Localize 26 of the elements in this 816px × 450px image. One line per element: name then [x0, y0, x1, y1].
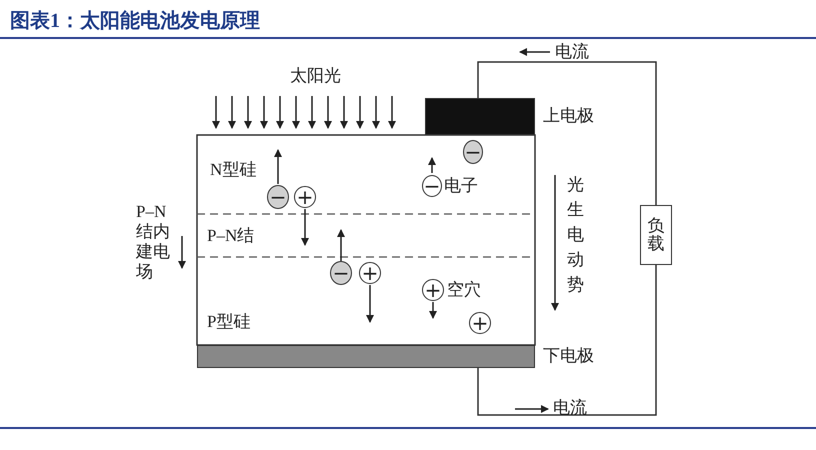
- emf-label: 光生电动势: [567, 174, 585, 296]
- field-label: P–N结内建电场: [136, 202, 171, 282]
- electrode-label: 上电极: [543, 106, 594, 126]
- wire: [477, 265, 657, 416]
- title: 图表1：太阳能电池发电原理: [10, 9, 260, 34]
- load-box: 负载: [640, 205, 672, 265]
- current-label: 电流: [555, 42, 589, 62]
- electron-circle: −: [463, 140, 483, 164]
- current-label: 电流: [553, 398, 587, 418]
- electron-circle: −: [422, 175, 442, 197]
- region-label: P–N结: [207, 226, 254, 246]
- hole-circle: +: [359, 262, 381, 284]
- sunlight-label: 太阳光: [290, 66, 341, 86]
- particle-label: 空穴: [447, 280, 481, 300]
- electrode-label: 下电极: [543, 346, 594, 366]
- hole-circle: +: [294, 186, 316, 208]
- electron-circle: −: [267, 185, 289, 209]
- bottom-electrode-bar: [197, 345, 535, 368]
- particle-label: 电子: [444, 176, 478, 196]
- top-electrode-bar: [425, 98, 535, 135]
- wire: [477, 61, 657, 205]
- region-label: P型硅: [207, 312, 250, 332]
- hole-circle: +: [469, 312, 491, 334]
- hole-circle: +: [422, 279, 444, 301]
- electron-circle: −: [330, 261, 352, 285]
- region-label: N型硅: [210, 160, 256, 180]
